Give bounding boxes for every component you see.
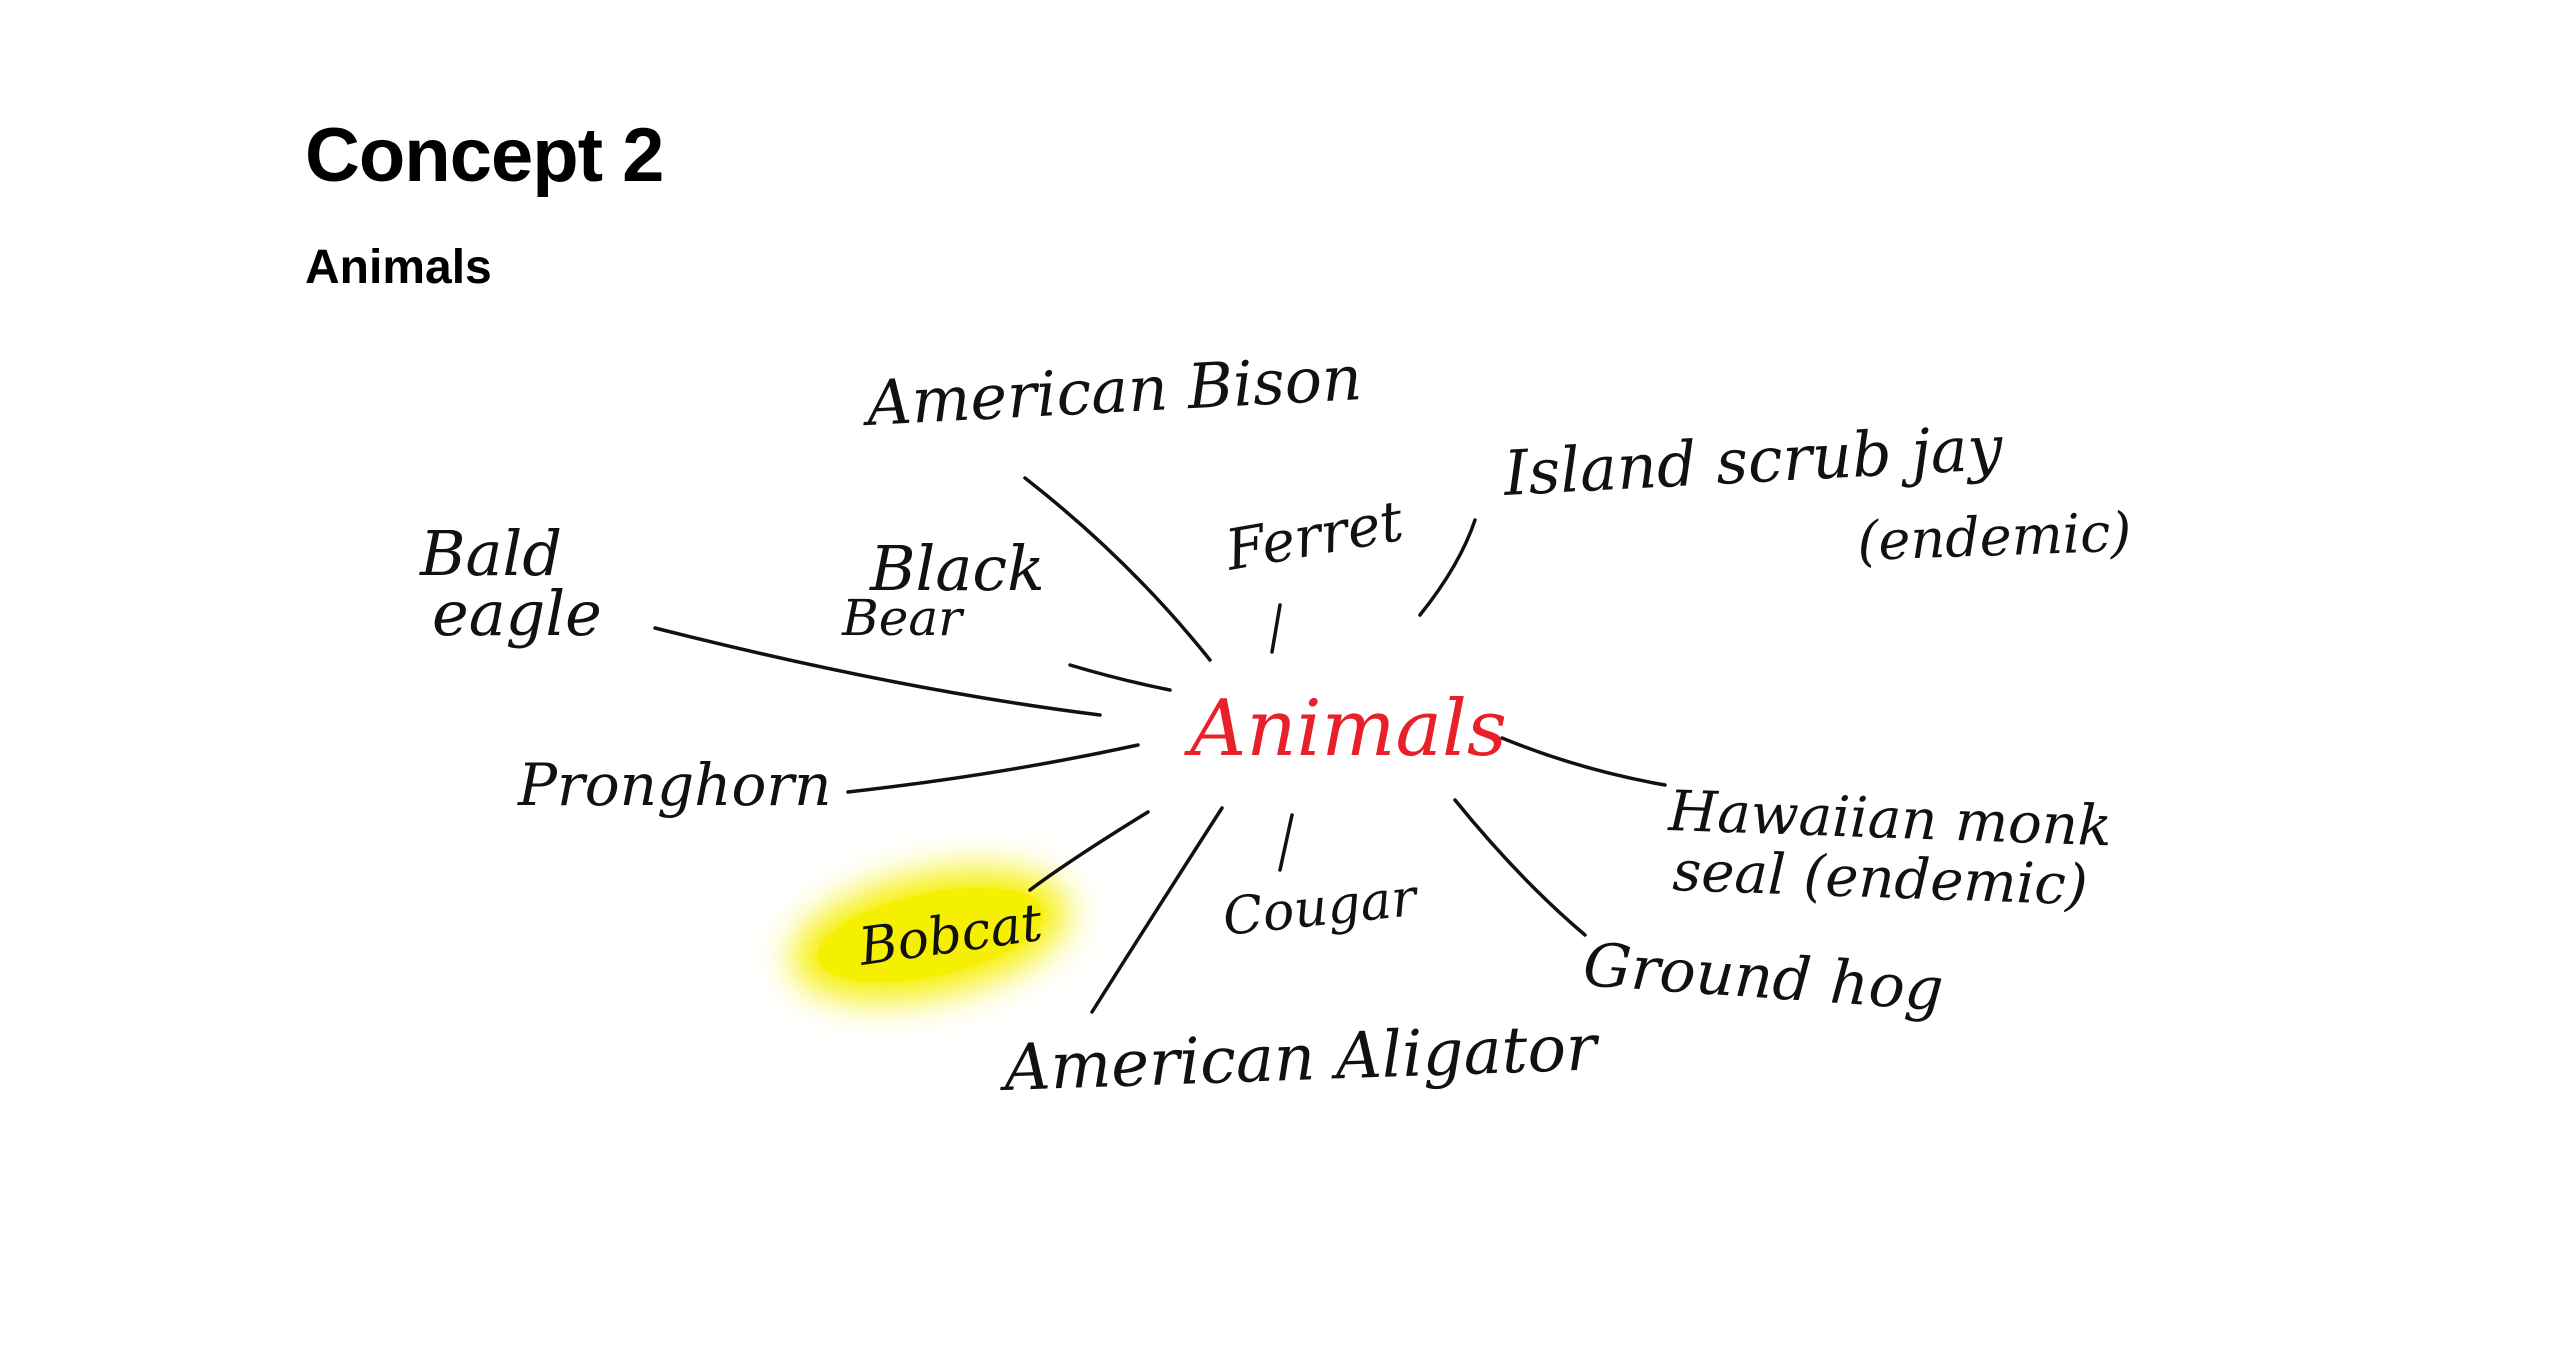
- line-ground-hog: [1453, 798, 1587, 937]
- node-island-scrub-jay-endemic: (endemic): [1856, 500, 2132, 573]
- node-ferret: Ferret: [1220, 489, 1408, 584]
- line-american-aligator: [1090, 806, 1224, 1014]
- node-black: Black: [869, 532, 1045, 605]
- line-american-bison: [1023, 476, 1212, 662]
- center-node-animals: Animals: [1184, 684, 1507, 774]
- node-eagle: eagle: [432, 577, 602, 650]
- line-black-bear: [1068, 663, 1172, 692]
- line-cougar: [1278, 813, 1294, 872]
- slide-subtitle: Animals: [305, 241, 492, 294]
- line-bald-eagle: [653, 626, 1102, 717]
- slide-title: Concept 2: [305, 113, 664, 198]
- node-cougar: Cougar: [1220, 868, 1422, 948]
- node-hawaiian-monk-seal: Hawaiian monk: [1667, 779, 2113, 859]
- node-american-bison: American Bison: [860, 341, 1364, 440]
- line-bobcat: [1028, 810, 1150, 892]
- node-pronghorn: Pronghorn: [517, 751, 832, 819]
- node-bear: Bear: [841, 589, 965, 647]
- bobcat-highlight-core: [817, 887, 1043, 983]
- line-island-scrub-jay: [1418, 518, 1477, 617]
- connector-lines: [653, 476, 1667, 1014]
- node-bald: Bald: [419, 517, 562, 590]
- line-ferret: [1270, 603, 1282, 654]
- node-ground-hog: Ground hog: [1581, 930, 1946, 1025]
- node-american-aligator: American Aligator: [998, 1011, 1601, 1106]
- node-hawaiian-monk-seal-endemic: seal (endemic): [1672, 839, 2089, 918]
- node-island-scrub-jay: Island scrub jay: [1501, 411, 2005, 510]
- line-hawaiian-monk-seal: [1500, 736, 1667, 787]
- line-pronghorn: [846, 743, 1140, 794]
